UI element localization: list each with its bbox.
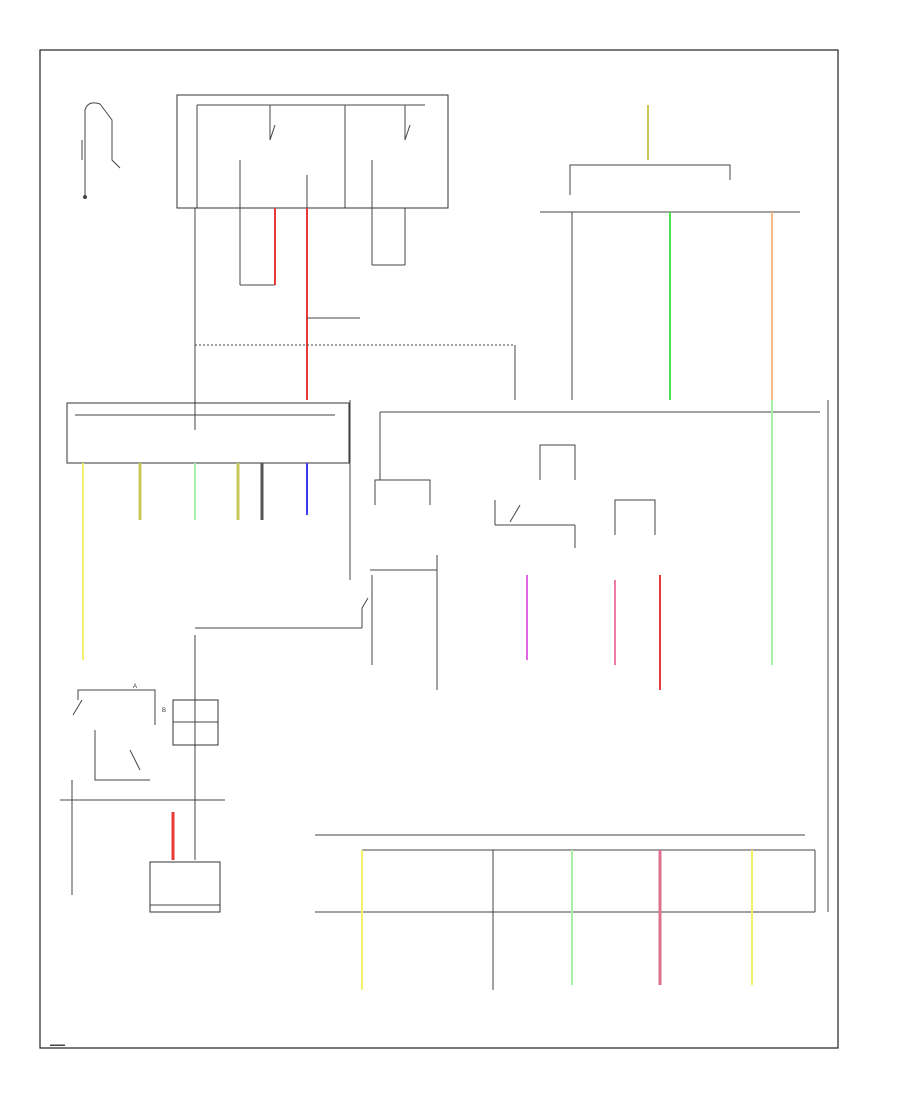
relay-module [539, 444, 576, 480]
middle-left-fuse-box [66, 400, 351, 660]
relay-loop-bottom [94, 730, 150, 781]
relay-loop-contact [129, 749, 141, 771]
fuse-switch-2 [269, 124, 276, 141]
page-mark: ▬▬▬ [50, 1042, 65, 1048]
relay-block-outline [569, 164, 731, 195]
diagram-border [39, 49, 839, 1049]
fuel-relay-box [614, 499, 656, 535]
middle-fuse-box-outline [66, 402, 350, 464]
top-fuse-outputs [194, 208, 516, 430]
relay-loop-top [77, 689, 156, 725]
fuse-switch-4 [404, 124, 411, 141]
relay-letter-a: A [133, 684, 137, 690]
relay-letter-b: B [162, 708, 166, 714]
battery-box [149, 861, 221, 913]
lower-left-section: A B [60, 597, 369, 913]
middle-right-component [374, 479, 431, 505]
top-fuse-box-outline [176, 94, 449, 209]
relay-loop-switch [72, 699, 83, 716]
top-right-relay-block [540, 105, 800, 400]
start-circuit-terminal [83, 195, 87, 199]
top-fuse-box [176, 94, 449, 209]
start-circuit-wire [84, 102, 121, 195]
relay-switch [509, 504, 521, 523]
bottom-fuse-box [315, 834, 816, 990]
wire-m-switch [361, 597, 369, 609]
start-circuit [81, 102, 121, 199]
middle-right-section [370, 400, 829, 912]
